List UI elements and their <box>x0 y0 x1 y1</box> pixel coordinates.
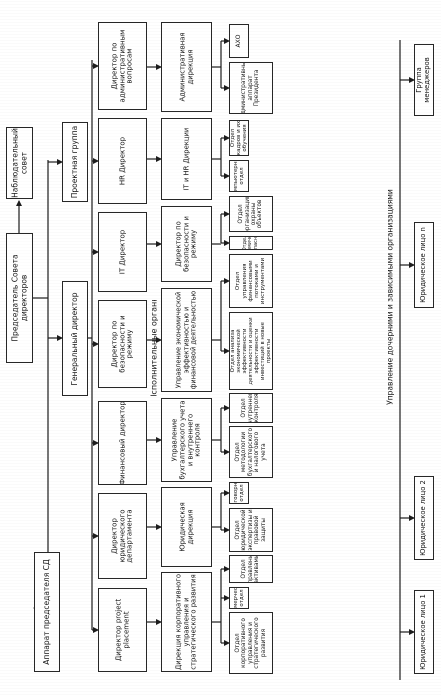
project-group-label: Проектная группа <box>69 125 79 199</box>
division-economic: Управление экономической эффективностью … <box>161 288 212 392</box>
division-corporate: Дирекция корпоративного управления и стр… <box>161 572 212 672</box>
legal-entity-1: Юридическое лицо 1 <box>414 590 434 674</box>
sd-office-box: Аппарат председателя СД <box>34 552 60 672</box>
managers-group-box: Группа менеджеров <box>414 44 434 116</box>
legal-entity-label: Юридическое лицо 2 <box>419 480 428 556</box>
division-legal: Юридическая дирекция <box>161 487 212 567</box>
director-project-placement: Директор project placement <box>98 588 147 672</box>
dept-hr-training: Отдел кадров и их обучения <box>229 120 249 156</box>
general-director-label: Генеральный директор <box>69 291 79 386</box>
dept-aho: АХО <box>229 24 249 58</box>
legal-entity-label: Юридическое лицо 1 <box>419 594 428 670</box>
director-hr: HR Директор <box>98 118 147 204</box>
executive-bodies-caption: Исполнительные органы <box>147 300 161 396</box>
director-admin: Директор по административным вопросам <box>98 22 147 110</box>
dept-commercial: Коммерческий отдел <box>229 587 249 609</box>
managers-group-label: Группа менеджеров <box>415 57 431 103</box>
dept-contracts: Договорной отдел <box>229 482 249 504</box>
department-label: Отдел внутреннего контроля <box>241 393 261 423</box>
department-label: Компьютерный отдел <box>232 160 245 192</box>
supervisory-board-box: Наблюдательный совет <box>6 127 33 199</box>
director-label: IT Директор <box>117 229 126 275</box>
dept-president-office: Административный аппарат Президента <box>229 62 273 114</box>
department-label: Отдел юридической экспертизы и правовой … <box>234 509 267 551</box>
division-label: Директор по безопасности и режиму <box>174 216 198 272</box>
department-label: Отдел корпоративного управления и страте… <box>234 617 267 669</box>
dept-internal-control: Отдел внутреннего контроля <box>229 393 273 423</box>
director-label: Финансовый директор <box>117 401 126 485</box>
legal-entity-2: Юридическое лицо 2 <box>414 476 434 560</box>
division-label: Административная дирекция <box>177 32 194 102</box>
director-label: Директор project placement <box>113 598 130 662</box>
department-label: Административный аппарат Президента <box>241 62 261 114</box>
department-label: АХО <box>234 34 242 48</box>
director-it: IT Директор <box>98 212 147 292</box>
division-it-hr: IT и HR Дирекции <box>161 118 212 200</box>
legal-entity-n: Юридическое лицо n <box>414 222 434 308</box>
department-label: Отдел методологии бухгалтерского и налог… <box>234 427 267 477</box>
dept-asset-management: Отдел управления активами <box>229 555 273 583</box>
department-label: Договорной отдел <box>232 482 245 504</box>
division-security: Директор по безопасности и режиму <box>161 206 212 282</box>
division-label: Юридическая дирекция <box>177 502 194 552</box>
division-accounting: Управление бухгалтерского учета и внутре… <box>161 398 212 482</box>
division-label: Управление бухгалтерского учета и внутре… <box>170 400 202 480</box>
division-admin: Административная дирекция <box>161 22 212 112</box>
department-label: Отдел экономической безопасности <box>241 236 259 250</box>
department-label: Отдел анализа экономической эффективност… <box>229 317 273 385</box>
department-label: Отдел организации охраны объектов <box>238 196 264 232</box>
department-label: Отдел кадров и их обучения <box>229 120 249 156</box>
dept-legal-expertise: Отдел юридической экспертизы и правовой … <box>229 508 273 552</box>
dept-object-security: Отдел организации охраны объектов <box>229 196 273 232</box>
dept-computer: Компьютерный отдел <box>229 160 249 192</box>
project-group-box: Проектная группа <box>62 122 88 202</box>
dept-financial-flows: Отдел управления финансовыми потоками и … <box>229 254 273 308</box>
director-label: Директор юридического департамента <box>109 509 134 563</box>
dept-economic-analysis: Отдел анализа экономической эффективност… <box>229 312 273 390</box>
board-chairman-label: Председатель Совета директоров <box>10 254 28 342</box>
division-label: Управление экономической эффективностью … <box>174 290 198 390</box>
director-security: Директор по безопасности и режиму <box>98 300 147 388</box>
department-label: Коммерческий отдел <box>232 587 245 609</box>
dept-accounting-methodology: Отдел методологии бухгалтерского и налог… <box>229 426 273 478</box>
director-legal: Директор юридического департамента <box>98 493 147 579</box>
director-label: Директор по безопасности и режиму <box>109 315 134 373</box>
subsidiaries-caption: Управление дочерними и зависимыми органи… <box>383 188 397 406</box>
supervisory-board-label: Наблюдательный совет <box>10 128 28 198</box>
department-label: Отдел управления финансовыми потоками и … <box>235 257 267 305</box>
legal-entity-label: Юридическое лицо n <box>419 227 428 303</box>
division-label: Дирекция корпоративного управления и стр… <box>174 574 198 670</box>
dept-corporate-management: Отдел корпоративного управления и страте… <box>229 612 273 674</box>
division-label: IT и HR Дирекции <box>181 127 190 191</box>
general-director-box: Генеральный директор <box>62 281 88 396</box>
department-label: Отдел управления активами <box>241 555 261 583</box>
director-label: Директор по административным вопросам <box>109 29 134 103</box>
subsidiaries-label: Управление дочерними и зависимыми органи… <box>385 189 395 405</box>
director-finance: Финансовый директор <box>98 401 147 485</box>
director-label: HR Директор <box>117 136 126 186</box>
dept-economic-security: Отдел экономической безопасности <box>229 236 273 250</box>
sd-office-label: Аппарат председателя СД <box>41 559 51 665</box>
executive-bodies-label: Исполнительные органы <box>149 300 159 396</box>
board-chairman-box: Председатель Совета директоров <box>6 233 33 363</box>
